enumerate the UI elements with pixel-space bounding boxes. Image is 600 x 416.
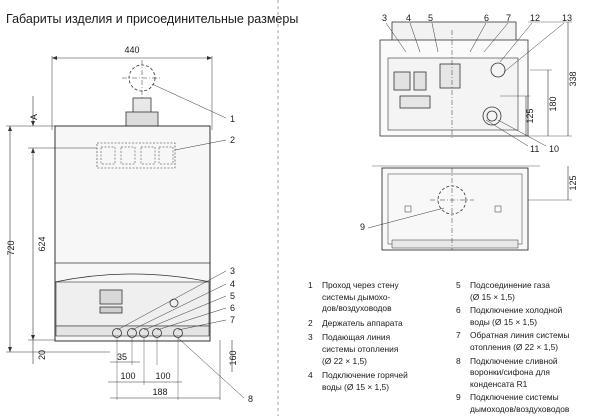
dim-a: A [29, 114, 39, 120]
legend-item: 2 Держатель аппарата [308, 317, 403, 328]
callout-8: 8 [248, 394, 253, 404]
dim-180: 180 [548, 96, 558, 111]
legend-item: 4 Подключение горячей воды (Ø 15 × 1,5) [308, 370, 408, 392]
callout-t4: 4 [406, 13, 411, 23]
legend-right: 5 Подсоединение газа (Ø 15 × 1,5) 6 Подк… [456, 280, 598, 416]
dim-125-top: 125 [525, 108, 535, 123]
callout-t3: 3 [382, 13, 387, 23]
legend-item: 1 Проход через стену системы дымохо- дов… [308, 280, 399, 314]
legend-item: 7 Обратная линия системы отопления (Ø 22… [456, 330, 570, 352]
legend-item: 8 Подключение сливной воронки/сифона для… [456, 355, 558, 389]
dim-100-right: 100 [155, 371, 170, 381]
dim-160: 160 [228, 350, 238, 365]
callout-t6: 6 [484, 13, 489, 23]
dim-624: 624 [37, 236, 47, 251]
callout-5: 5 [230, 291, 235, 301]
dim-188: 188 [152, 387, 167, 397]
front-view: 440 720 [6, 45, 253, 404]
dim-125-mid: 125 [568, 175, 578, 190]
callout-1: 1 [230, 114, 235, 124]
dim-440: 440 [124, 45, 139, 55]
legend-item: 6 Подключение холодной воды (Ø 15 × 1,5) [456, 305, 563, 327]
callout-4: 4 [230, 279, 235, 289]
callout-t10: 10 [549, 144, 559, 154]
legend-item: 3 Подающая линия системы отопления (Ø 22… [308, 332, 399, 366]
callout-t5: 5 [428, 13, 433, 23]
callout-t12: 12 [530, 13, 540, 23]
bottom-view: 338 180 125 3 4 5 6 7 12 13 11 10 [379, 13, 578, 154]
legend-item: 9 Подключение системы дымоходов/воздухов… [456, 392, 570, 414]
dim-338: 338 [568, 71, 578, 86]
callout-6: 6 [230, 303, 235, 313]
dim-720: 720 [6, 240, 16, 255]
dim-35: 35 [117, 352, 127, 362]
callout-t11: 11 [530, 144, 539, 154]
legend-item: 5 Подсоединение газа (Ø 15 × 1,5) [456, 280, 550, 302]
dim-20: 20 [37, 350, 47, 360]
rear-view: 125 9 [360, 165, 578, 251]
dim-100-left: 100 [120, 371, 135, 381]
callout-2: 2 [230, 135, 235, 145]
callout-t7: 7 [506, 13, 511, 23]
callout-t13: 13 [562, 13, 572, 23]
callout-t9: 9 [360, 222, 365, 232]
page-title: Габариты изделия и присоединительные раз… [6, 12, 299, 26]
callout-3: 3 [230, 266, 235, 276]
callout-7: 7 [230, 315, 235, 325]
legend-left: 1 Проход через стену системы дымохо- дов… [308, 280, 448, 393]
